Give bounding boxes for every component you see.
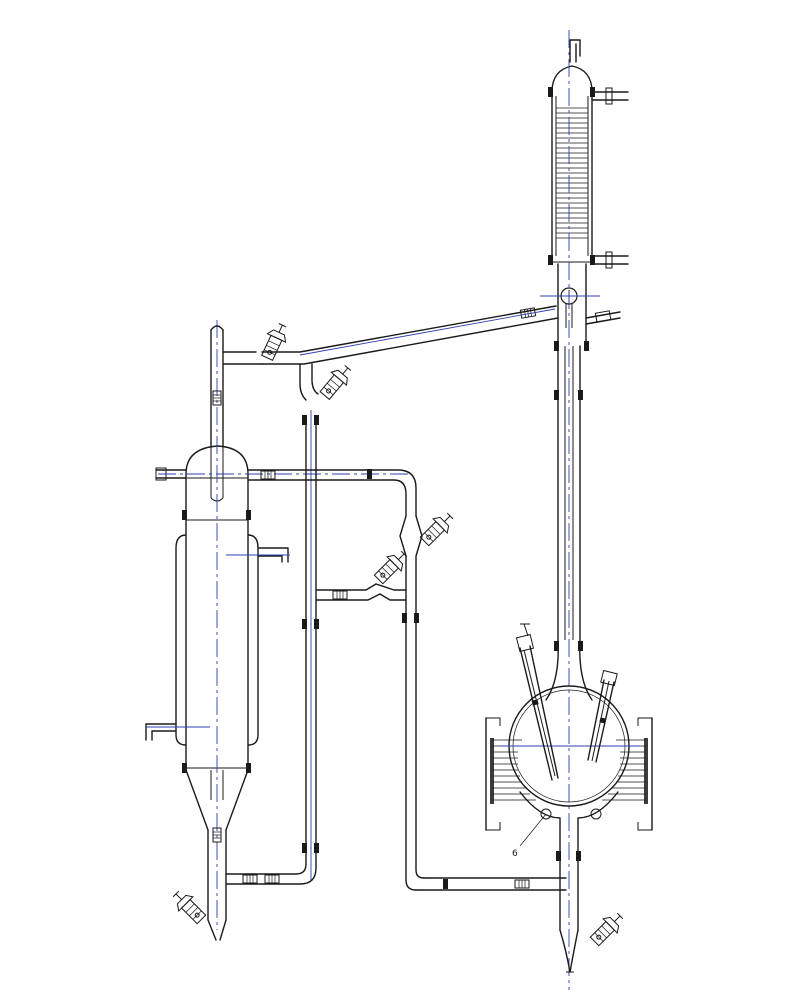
right-column [540,30,629,990]
flask-probe-right [587,669,618,763]
stopcock-bottom-right-icon[interactable] [587,908,628,949]
reboiler-flask: 6 [485,685,653,859]
stopcock-top-left-icon[interactable] [257,320,292,363]
flask-probe-left [515,623,559,781]
left-vessel-bottom-outlet [207,410,319,941]
stopcock-bottom-left-icon[interactable] [168,886,209,927]
vapor-line [261,305,559,401]
left-vessel-top-tube [210,325,263,447]
callout-label: 6 [512,849,518,859]
stopcock-middle-right-icon[interactable] [417,508,458,549]
stopcock-upper-middle-icon[interactable] [316,361,357,403]
return-line [247,469,567,891]
flask-bottom-outlet [556,839,581,973]
left-vessel [145,320,410,930]
